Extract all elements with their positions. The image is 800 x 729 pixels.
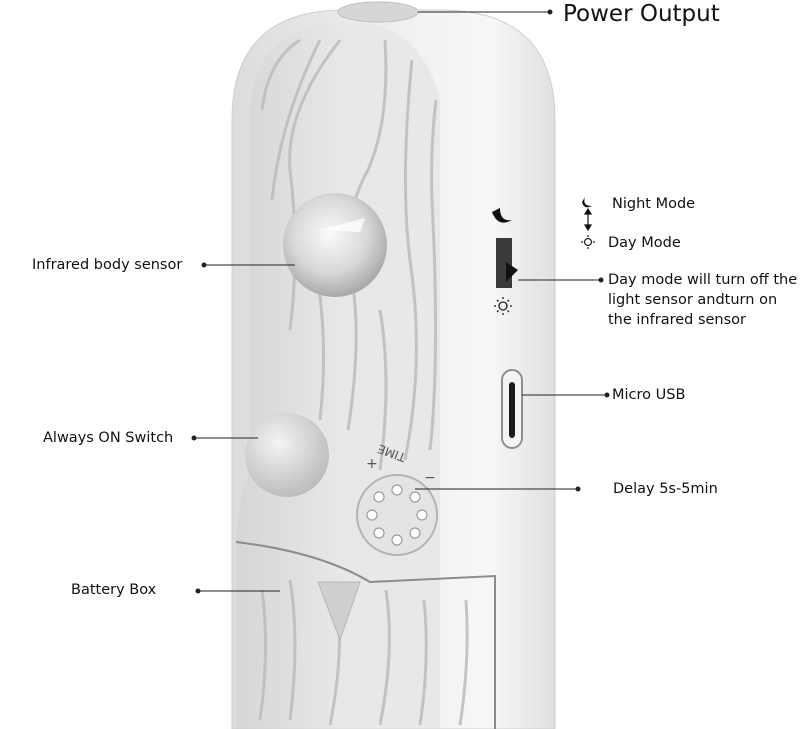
label-day-mode-note: Day mode will turn off the light sensor … (608, 270, 798, 330)
label-battery-box: Battery Box (71, 580, 156, 600)
label-infrared-sensor: Infrared body sensor (32, 255, 182, 275)
label-night-mode: Night Mode (612, 194, 695, 214)
label-delay: Delay 5s-5min (613, 479, 718, 499)
label-micro-usb: Micro USB (612, 385, 685, 405)
up-down-arrow-icon (585, 209, 591, 230)
label-always-on-switch: Always ON Switch (43, 428, 173, 448)
minus-marking: − (424, 470, 436, 486)
plus-marking: + (366, 456, 378, 472)
always-on-button (245, 413, 329, 497)
mode-switch (496, 238, 512, 288)
power-output-port (338, 2, 418, 22)
infrared-sensor-lens (283, 193, 387, 297)
label-power-output: Power Output (563, 0, 720, 28)
day-legend-icon (581, 235, 595, 249)
label-day-mode: Day Mode (608, 233, 681, 253)
night-legend-icon (582, 197, 592, 207)
